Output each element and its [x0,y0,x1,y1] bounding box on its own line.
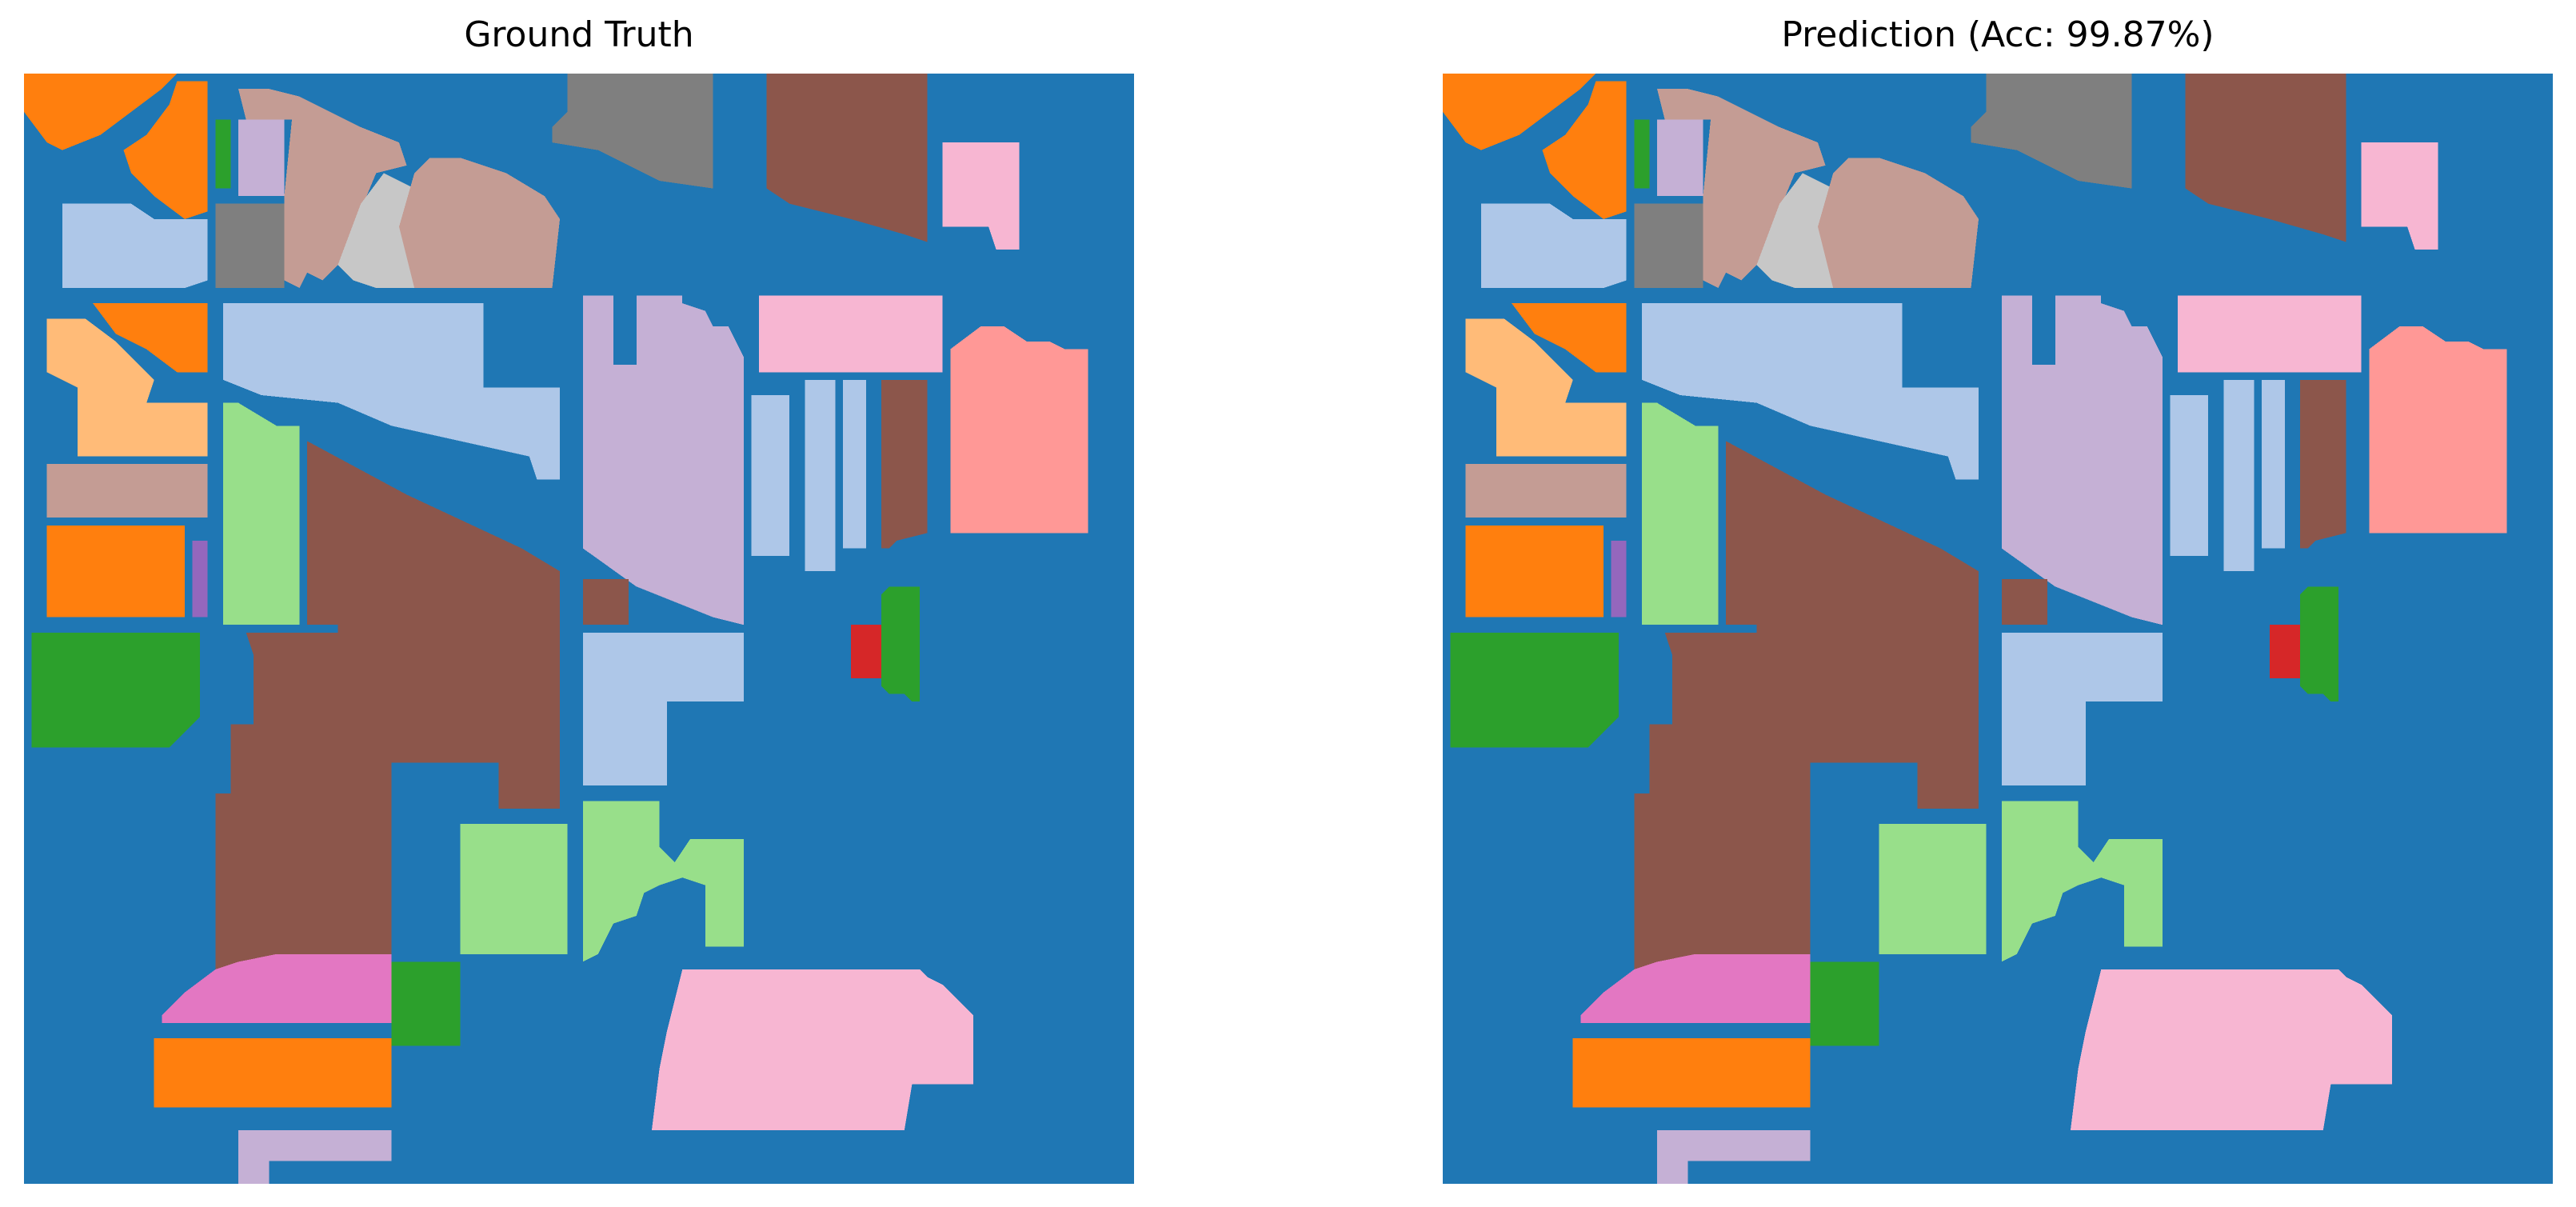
class-region-light-blue [2170,395,2209,557]
class-region-red [850,625,882,679]
class-region-light-pink [2070,969,2392,1130]
class-region-light-pink [2177,295,2362,373]
class-region-brown [2300,379,2346,549]
class-region-light-purple [2001,295,2163,625]
class-region-brown [881,379,928,549]
class-region-brown [582,578,629,625]
class-region-light-brown [238,89,407,289]
prediction-title: Prediction (Acc: 99.87%) [1781,14,2215,55]
class-region-green [31,632,201,748]
class-region-light-orange [1465,318,1627,457]
class-region-light-pink [942,142,1020,250]
class-region-green [391,961,461,1046]
class-region-green [215,119,231,189]
class-region-light-purple [1657,119,1703,197]
class-region-light-pink [2361,142,2438,250]
class-region-light-brown [1818,158,1979,289]
ground-truth-title: Ground Truth [464,14,694,55]
class-region-light-blue [1641,303,1979,480]
class-region-light-pink [651,969,973,1130]
class-region-light-blue [843,379,866,549]
class-region-orange [1512,303,1627,373]
class-region-pink [162,953,392,1023]
prediction-map [1443,74,2553,1184]
class-region-light-purple [582,295,744,625]
class-region-light-brown [46,464,208,518]
class-region-orange [1465,525,1604,617]
class-region-light-brown [1465,464,1627,518]
class-region-brown [2185,74,2346,242]
class-region-green [881,586,920,701]
class-region-light-blue [582,632,744,786]
class-region-light-red [2369,326,2507,534]
class-region-light-pink [758,295,943,373]
class-region-orange [1542,81,1627,219]
class-region-light-green [222,402,300,625]
class-region-orange [93,303,208,373]
class-region-light-green [1879,824,1987,954]
class-region-light-green [1641,402,1719,625]
class-region-orange [1572,1038,1811,1108]
class-region-light-purple [238,119,285,197]
class-region-gray [215,203,285,289]
class-region-orange [24,74,178,150]
class-region-light-green [582,801,744,962]
class-region-orange [123,81,208,219]
class-region-gray [1971,74,2132,189]
class-region-light-blue [1480,203,1627,289]
class-region-orange [1443,74,1596,150]
class-region-light-blue [2262,379,2285,549]
class-region-orange [46,525,186,617]
class-region-light-green [460,824,568,954]
class-region-light-blue [751,395,790,557]
class-region-pink [1580,953,1811,1023]
class-region-green [1810,961,1879,1046]
class-region-orange [154,1038,392,1108]
class-region-light-blue [62,203,208,289]
class-region-light-gray [1756,173,1834,289]
class-region-purple [192,540,208,617]
class-region-light-red [950,326,1088,534]
class-region-light-orange [46,318,208,457]
class-region-brown [1634,632,1803,993]
class-region-light-brown [1657,89,1826,289]
class-region-gray [1634,203,1703,289]
class-region-light-brown [399,158,561,289]
class-region-light-blue [2223,379,2254,572]
class-region-brown [215,632,384,993]
ground-truth-map [24,74,1134,1184]
class-region-light-blue [805,379,836,572]
class-region-light-purple [1657,1129,1811,1184]
class-region-light-purple [238,1129,392,1184]
class-region-green [1450,632,1619,748]
class-region-light-green [2001,801,2163,962]
class-region-brown [2001,578,2048,625]
class-region-light-gray [337,173,415,289]
class-region-light-blue [2001,632,2163,786]
class-region-green [1634,119,1650,189]
class-region-purple [1611,540,1627,617]
class-region-green [2300,586,2338,701]
class-region-light-blue [222,303,561,480]
class-region-brown [766,74,928,242]
class-region-red [2269,625,2301,679]
class-region-gray [552,74,713,189]
